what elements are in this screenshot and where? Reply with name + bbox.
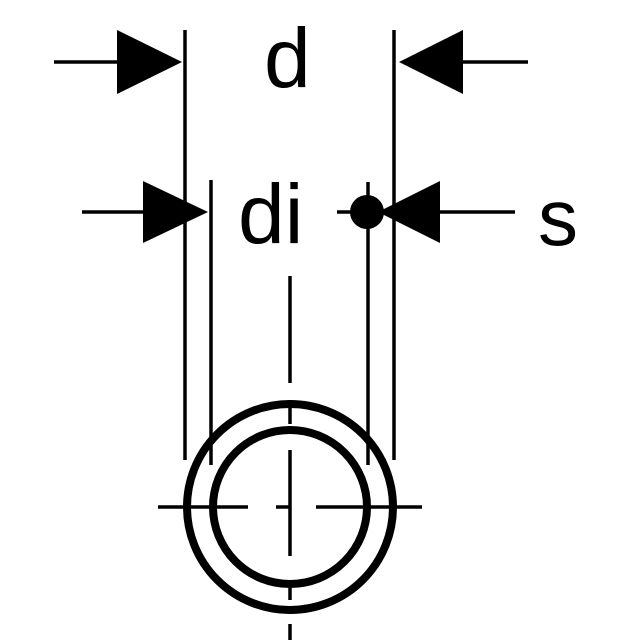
- pipe-outer-wall-circle: [183, 400, 397, 614]
- inner-diameter-label: di: [238, 167, 304, 261]
- pipe-inner-wall-circle: [209, 426, 371, 588]
- wall-thickness-label: s: [538, 173, 578, 262]
- s-wall-dot-icon: [350, 195, 384, 229]
- di-left-arrowhead-icon: [143, 181, 208, 243]
- d-right-arrowhead-icon: [399, 30, 463, 94]
- d-left-arrowhead-icon: [117, 30, 182, 94]
- outer-diameter-label: d: [264, 11, 311, 105]
- s-right-arrowhead-icon: [378, 181, 440, 243]
